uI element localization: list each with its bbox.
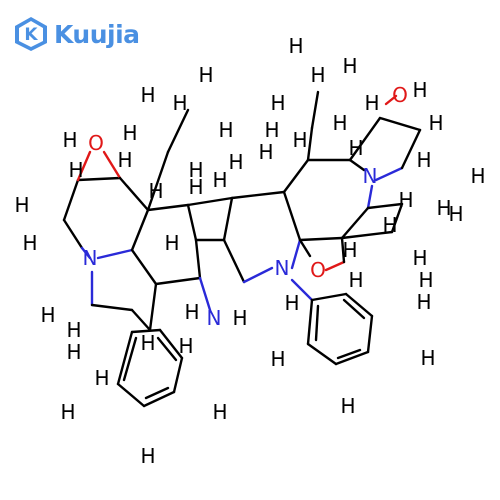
hydrogen-label: H [332,111,347,135]
hydrogen-label: H [348,268,363,292]
hydrogen-label: H [212,168,227,192]
hydrogen-labels: H H H H H H H H H H H H H H H H H H H H … [14,34,485,468]
hydrogen-label: H [60,400,75,424]
heteroatom-labels: O O O N N N N [83,83,408,330]
hydrogen-label: H [264,118,279,142]
hydrogen-label: H [292,128,307,152]
hydrogen-label: H [270,347,285,371]
bonds [62,90,422,408]
hydrogen-label: H [40,303,55,327]
logo-symbol: K [24,25,38,45]
hydrogen-label: H [416,290,431,314]
hydrogen-label: H [14,193,29,217]
hydrogen-label: H [22,231,37,255]
logo-text: Kuujia [54,19,140,49]
hydrogen-label: H [178,334,193,358]
hydrogen-label: H [382,213,397,237]
hydrogen-label: H [416,148,431,172]
hydrogen-label: H [270,91,285,115]
hydrogen-label: H [94,366,109,390]
hydrogen-label: H [212,400,227,424]
hydrogen-label: H [66,340,81,364]
hydrogen-label: H [232,306,247,330]
hydrogen-label: H [62,128,77,152]
hydrogen-label: H [412,78,427,102]
nitrogen-label-4: N [207,306,222,330]
hydrogen-label: H [284,291,299,315]
hydrogen-label: H [310,63,325,87]
hydrogen-label: H [228,150,243,174]
hydrogen-label: H [428,111,443,135]
hydrogen-label: H [340,394,355,418]
hydrogen-label: H [164,231,179,255]
nitrogen-label-1: N [83,246,98,270]
oxygen-label-2: O [392,83,408,107]
kuujia-logo-icon: K [15,17,47,51]
hydrogen-label: H [172,91,187,115]
hydrogen-label: H [436,196,451,220]
oxygen-label-3: O [310,258,326,282]
hydrogen-label: H [66,318,81,342]
hydrogen-label: H [218,118,233,142]
nitrogen-label-3: N [363,164,378,188]
hydrogen-label: H [448,202,463,226]
hydrogen-label: H [342,238,357,262]
hydrogen-label: H [140,83,155,107]
hydrogen-label: H [140,444,155,468]
hydrogen-label: H [398,188,413,212]
hydrogen-label: H [348,136,363,160]
hydrogen-label: H [122,121,137,145]
hydrogen-label: H [184,300,199,324]
hydrogen-label: H [342,54,357,78]
hydrogen-label: H [188,158,203,182]
hydrogen-label: H [198,63,213,87]
hydrogen-label: H [117,148,132,172]
hydrogen-label: H [470,164,485,188]
hydrogen-label: H [288,34,303,58]
hydrogen-label: H [412,246,427,270]
hydrogen-label: H [420,346,435,370]
hydrogen-label: H [188,175,203,199]
hydrogen-label: H [364,91,379,115]
hydrogen-label: H [418,268,433,292]
nitrogen-label-2: N [275,256,290,280]
hydrogen-label: H [258,140,273,164]
hydrogen-label: H [140,331,155,355]
oxygen-label-1: O [88,131,104,155]
hydrogen-label: H [68,158,83,182]
kuujia-logo[interactable]: K Kuujia [12,14,162,54]
hydrogen-label: H [148,179,163,203]
